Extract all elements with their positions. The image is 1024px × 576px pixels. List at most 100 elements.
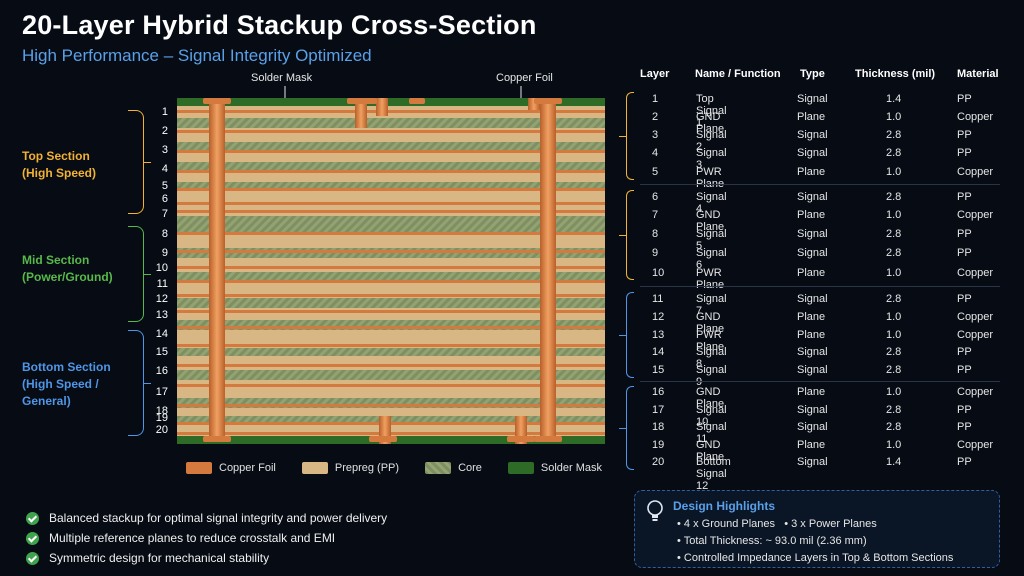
- table-cell: Signal: [797, 228, 828, 240]
- page-subtitle: High Performance – Signal Integrity Opti…: [22, 46, 372, 65]
- copper-pad: [409, 98, 425, 104]
- copper-layer: [177, 150, 605, 153]
- table-cell: Copper: [957, 311, 994, 323]
- table-cell: PP: [957, 404, 972, 416]
- table-cell: Copper: [957, 209, 994, 221]
- table-cell: Signal: [797, 364, 828, 376]
- layer-number: 1: [161, 106, 168, 118]
- table-cell: Signal: [797, 293, 828, 305]
- highlight-thickness: • Total Thickness: ~ 93.0 mil (2.36 mm): [677, 535, 867, 547]
- copper-layer: [177, 202, 605, 205]
- copper-layer: [177, 110, 605, 113]
- table-cell: Copper: [957, 329, 994, 341]
- table-cell: Signal 6: [696, 247, 727, 271]
- table-cell: PP: [957, 93, 972, 105]
- layer-number: 18: [155, 405, 168, 417]
- core-band: [177, 298, 605, 308]
- table-cell: Signal 11: [696, 421, 727, 445]
- table-cell: Top Signal 1: [696, 93, 727, 129]
- section-label-bottom: Bottom Section(High Speed /General): [22, 360, 111, 408]
- copper-layer: [177, 310, 605, 313]
- table-cell: Bottom Signal 12: [696, 456, 731, 492]
- table-cell: 7: [652, 209, 659, 221]
- table-cell: 5: [652, 166, 659, 178]
- layer-number: 14: [155, 328, 168, 340]
- copper-layer: [177, 326, 605, 329]
- table-cell: Signal: [797, 129, 828, 141]
- core-band: [177, 118, 605, 128]
- table-cell: Signal 9: [696, 364, 727, 388]
- table-cell: GND Plane: [696, 111, 725, 135]
- layer-number: 2: [161, 125, 168, 137]
- core-band: [177, 216, 605, 232]
- core-band: [177, 162, 605, 172]
- table-header-type: Type: [800, 68, 825, 80]
- table-cell: 1.0: [886, 267, 902, 279]
- table-brace-1: [619, 92, 634, 180]
- copper-layer: [177, 404, 605, 407]
- table-cell: Plane: [797, 209, 826, 221]
- callout-solder-mask: Solder Mask: [251, 72, 313, 84]
- copper-layer: [177, 384, 605, 387]
- table-cell: PWR Plane: [696, 329, 725, 353]
- layer-number: 12: [155, 293, 168, 305]
- table-cell: PP: [957, 421, 972, 433]
- core-band: [177, 370, 605, 380]
- table-cell: 2.8: [886, 129, 902, 141]
- table-cell: 9: [652, 247, 659, 259]
- layer-number: 19: [155, 412, 168, 424]
- core-band: [177, 182, 605, 190]
- copper-layer: [177, 250, 605, 253]
- table-cell: 3: [652, 129, 659, 141]
- layer-number: 10: [155, 262, 168, 274]
- copper-pad: [507, 436, 535, 442]
- table-cell: 8: [652, 228, 659, 240]
- design-highlights-panel: Design Highlights • 4 x Ground Planes • …: [634, 490, 1000, 568]
- table-cell: 14: [652, 346, 665, 358]
- table-cell: Signal: [797, 404, 828, 416]
- table-cell: 16: [652, 386, 665, 398]
- table-cell: PP: [957, 228, 972, 240]
- table-divider: [640, 184, 1000, 185]
- table-cell: 13: [652, 329, 665, 341]
- copper-pad: [534, 436, 562, 442]
- layer-number: 4: [161, 163, 168, 175]
- layer-number: 16: [155, 365, 168, 377]
- table-cell: Signal: [797, 456, 828, 468]
- table-brace-2: [619, 190, 634, 280]
- stackup-cross-section: [177, 98, 605, 444]
- layer-number: 9: [161, 247, 168, 259]
- table-cell: 1.0: [886, 329, 902, 341]
- copper-layer: [177, 130, 605, 133]
- table-cell: Copper: [957, 386, 994, 398]
- table-cell: 2.8: [886, 404, 902, 416]
- table-cell: 1.0: [886, 386, 902, 398]
- brace-mid: [128, 226, 151, 322]
- copper-layer: [177, 364, 605, 367]
- copper-layer: [177, 232, 605, 235]
- table-cell: Plane: [797, 329, 826, 341]
- layer-number: 8: [161, 228, 168, 240]
- table-cell: PP: [957, 129, 972, 141]
- feature-item: Balanced stackup for optimal signal inte…: [26, 508, 387, 528]
- legend-item-prepreg: Prepreg (PP): [301, 462, 399, 474]
- layer-number: 11: [156, 278, 168, 290]
- highlights-title: Design Highlights: [673, 499, 775, 513]
- highlight-planes: • 4 x Ground Planes • 3 x Power Planes: [677, 518, 877, 530]
- layer-number: 13: [155, 309, 168, 321]
- table-cell: 10: [652, 267, 665, 279]
- table-cell: Copper: [957, 111, 994, 123]
- core-band: [177, 398, 605, 408]
- table-cell: Plane: [797, 111, 826, 123]
- table-cell: Plane: [797, 439, 826, 451]
- micro-via: [376, 98, 388, 116]
- layer-number: 17: [155, 386, 168, 398]
- through-via: [209, 100, 225, 442]
- table-cell: PP: [957, 456, 972, 468]
- table-divider: [640, 286, 1000, 287]
- table-cell: 4: [652, 147, 659, 159]
- copper-layer: [177, 210, 605, 213]
- copper-pad: [369, 436, 397, 442]
- table-cell: 1.4: [886, 93, 902, 105]
- through-via: [540, 100, 556, 442]
